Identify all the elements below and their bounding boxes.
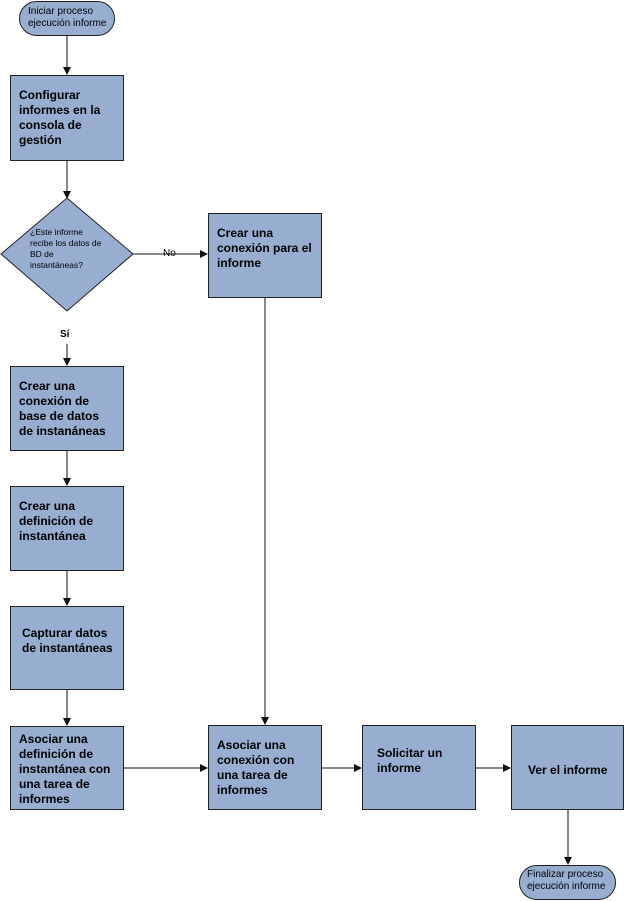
capture-snapshot-data-label: Capturar datos de instantáneas — [22, 626, 113, 655]
create-connection-label: Crear una conexión para el informe — [217, 226, 312, 270]
create-snapshot-definition-label: Crear una definición de instantánea — [19, 499, 94, 543]
end-label: Finalizar proceso ejecución informe — [527, 869, 606, 892]
start-label: Iniciar proceso ejecución informe — [28, 6, 107, 29]
create-snapshot-definition-step: Crear una definición de instantánea — [10, 486, 124, 571]
end-terminator: Finalizar proceso ejecución informe — [519, 865, 616, 900]
start-terminator: Iniciar proceso ejecución informe — [19, 1, 115, 36]
create-snapshot-db-connection-step: Crear una conexión de base de datos de i… — [10, 366, 124, 451]
capture-snapshot-data-step: Capturar datos de instantáneas — [10, 606, 124, 690]
configure-label: Configurar informes en la consola de ges… — [19, 88, 101, 147]
associate-connection-label: Asociar una conexión con una tarea de in… — [217, 738, 295, 797]
configure-step: Configurar informes en la consola de ges… — [10, 75, 124, 161]
associate-definition-step: Asociar una definición de instantánea co… — [10, 726, 124, 810]
decision-diamond — [0, 197, 134, 312]
decision-label: ¿Este informe recibe los datos de BD de … — [30, 227, 102, 270]
view-report-step: Ver el informe — [511, 725, 624, 810]
associate-definition-label: Asociar una definición de instantánea co… — [19, 732, 111, 806]
associate-connection-step: Asociar una conexión con una tarea de in… — [208, 725, 322, 810]
no-label: No — [163, 248, 176, 259]
request-report-label: Solicitar un informe — [377, 746, 443, 775]
view-report-label: Ver el informe — [528, 763, 608, 777]
create-snapshot-db-connection-label: Crear una conexión de base de datos de i… — [19, 379, 106, 438]
create-connection-step: Crear una conexión para el informe — [208, 213, 322, 298]
yes-label: Sí — [60, 329, 70, 340]
request-report-step: Solicitar un informe — [362, 725, 476, 810]
